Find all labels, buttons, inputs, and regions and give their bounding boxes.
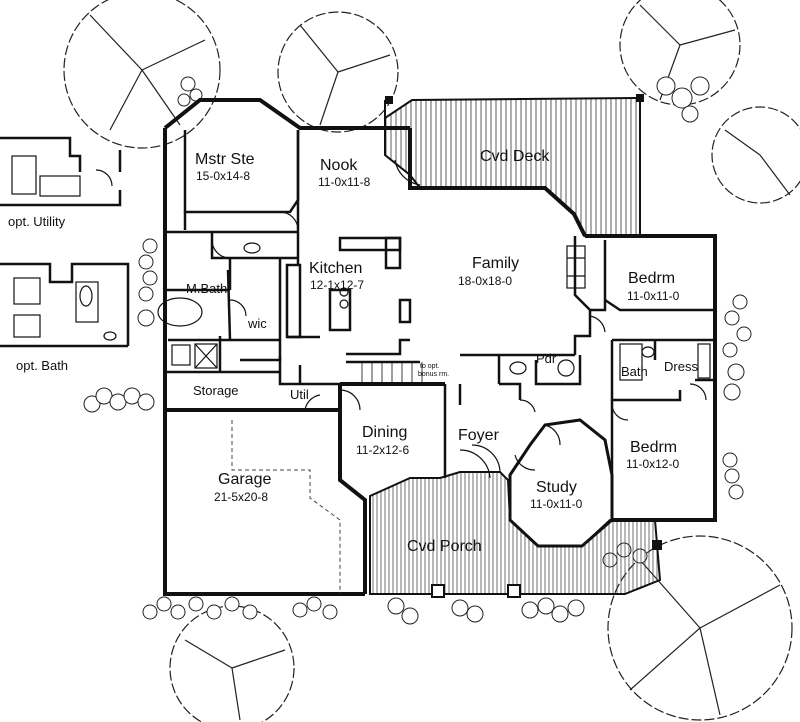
- covered-deck: [384, 94, 644, 237]
- room-mstr-ste-dim: 15-0x14-8: [196, 169, 250, 183]
- room-dress-name: Dress: [664, 359, 698, 374]
- room-nook-dim: 11-0x11-8: [318, 175, 371, 189]
- room-kitchen-name: Kitchen: [309, 260, 362, 277]
- room-cvd-porch-name: Cvd Porch: [407, 538, 482, 555]
- tree-top-center: [277, 11, 399, 133]
- room-pdr-name: Pdr: [536, 351, 557, 366]
- room-foyer-name: Foyer: [458, 427, 500, 444]
- room-dining-dim: 11-2x12-6: [356, 443, 409, 457]
- opt-bath-label: opt. Bath: [16, 358, 68, 373]
- stairs: [361, 362, 423, 384]
- room-study-name: Study: [536, 479, 577, 496]
- room-family-dim: 18-0x18-0: [458, 274, 512, 288]
- shrubs: [83, 76, 752, 625]
- room-bath-name: Bath: [621, 364, 648, 379]
- room-labels: Mstr Ste 15-0x14-8 Nook 11-0x11-8 Cvd De…: [8, 148, 698, 555]
- room-cvd-deck-name: Cvd Deck: [480, 148, 550, 165]
- garage-outline: [231, 420, 341, 594]
- room-kitchen-dim: 12-1x12-7: [310, 278, 364, 292]
- tree-bottom-left: [169, 605, 295, 722]
- stair-note-line2: bonus rm.: [418, 371, 449, 378]
- room-dining-name: Dining: [362, 424, 407, 441]
- doors: [211, 159, 707, 479]
- opt-bath-inset: [0, 262, 130, 348]
- exterior-walls: [163, 98, 717, 596]
- room-mstr-ste-name: Mstr Ste: [195, 151, 255, 168]
- covered-porch: [369, 471, 662, 598]
- room-bedrm-lower-name: Bedrm: [630, 439, 677, 456]
- room-m-bath-name: M.Bath: [186, 281, 227, 296]
- room-bedrm-lower-dim: 11-0x12-0: [626, 457, 679, 471]
- room-garage-name: Garage: [218, 471, 271, 488]
- tree-top-left: [63, 0, 221, 149]
- opt-utility-inset: [0, 136, 122, 207]
- stair-note-line1: to opt.: [420, 363, 440, 370]
- room-nook-name: Nook: [320, 157, 358, 174]
- room-storage-name: Storage: [193, 383, 239, 398]
- landscape-trees: [63, 0, 800, 722]
- room-garage-dim: 21-5x20-8: [214, 490, 268, 504]
- opt-utility-label: opt. Utility: [8, 214, 66, 229]
- tree-right: [711, 106, 800, 204]
- room-study-dim: 11-0x11-0: [530, 497, 583, 511]
- fixtures: [157, 242, 711, 381]
- room-util-name: Util: [290, 387, 309, 402]
- room-bedrm-upper-name: Bedrm: [628, 270, 675, 287]
- room-wic-name: wic: [247, 316, 267, 331]
- room-family-name: Family: [472, 255, 519, 272]
- room-bedrm-upper-dim: 11-0x11-0: [627, 289, 680, 303]
